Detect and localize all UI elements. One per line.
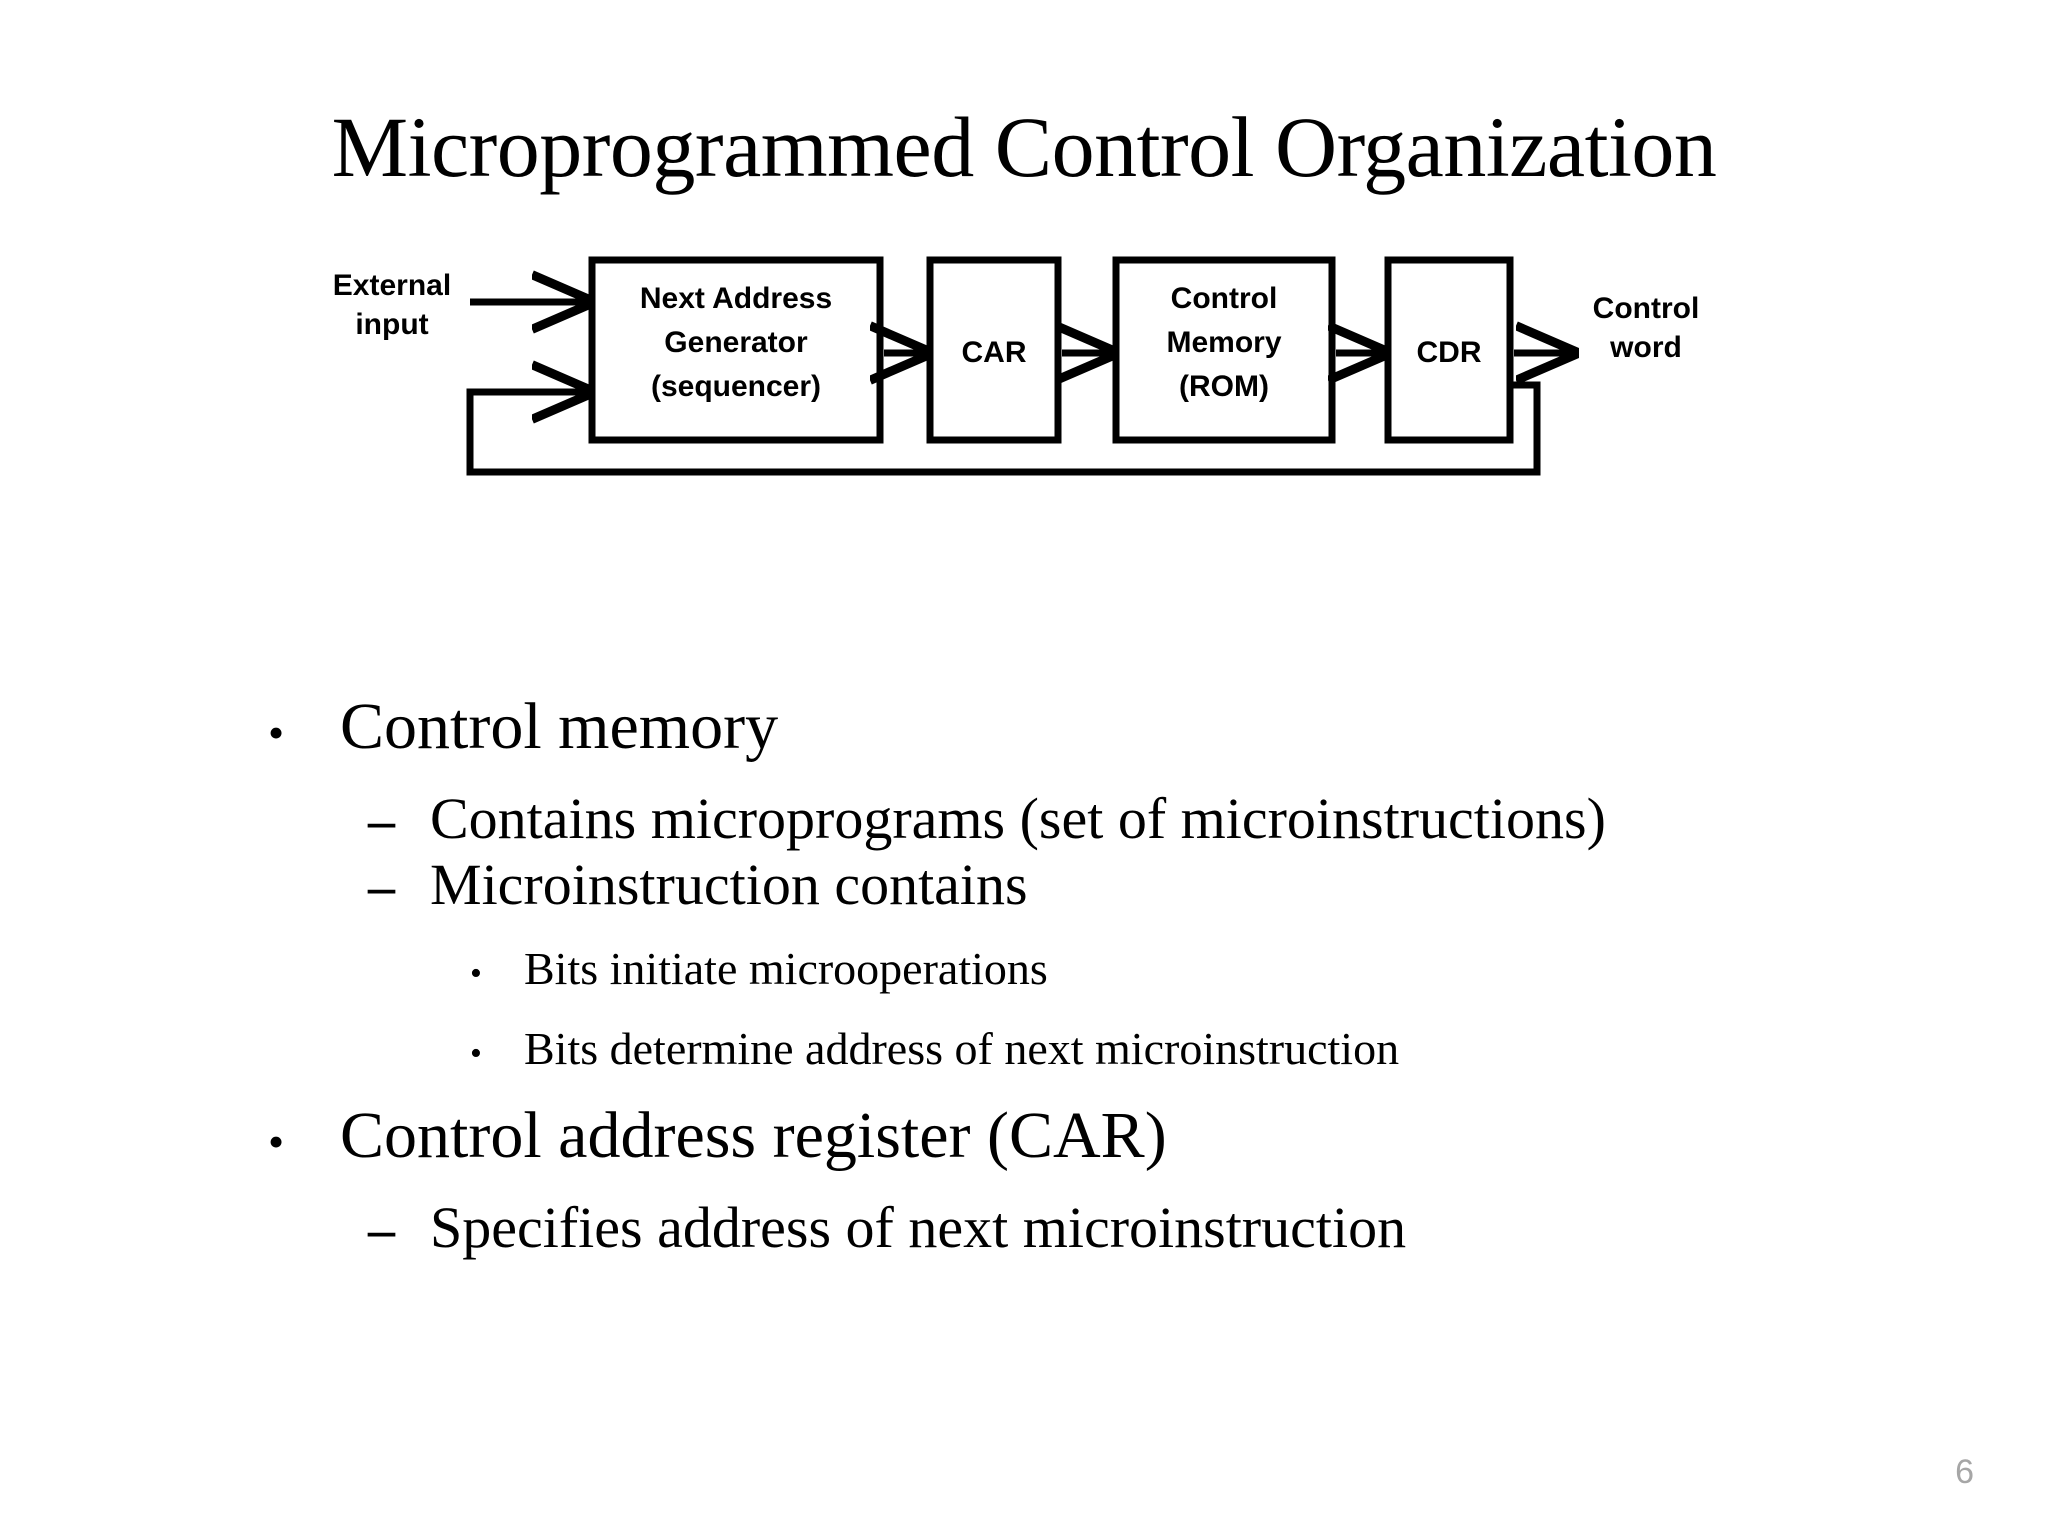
control-word-label-line1: Control — [1593, 292, 1700, 325]
slide-body: • Control memory – Contains microprogram… — [0, 690, 2048, 1261]
control-word-label-line2: word — [1609, 331, 1682, 364]
block-label-cdr: CDR — [1417, 336, 1482, 369]
page-title: Microprogrammed Control Organization — [331, 99, 1717, 195]
bullet-level1-control-memory: • Control memory — [268, 690, 2048, 764]
bullet-marker: • — [470, 955, 482, 993]
bullet-text: Contains microprograms (set of microinst… — [430, 785, 1606, 851]
bullet-text: Specifies address of next microinstructi… — [430, 1194, 1407, 1260]
bullet-level2-specifies-address: – Specifies address of next microinstruc… — [368, 1195, 2048, 1261]
bullet-text: Bits determine address of next microinst… — [524, 1023, 1400, 1075]
block-label-next-address-generator-line1: Next Address — [640, 282, 832, 315]
block-label-control-memory-line3: (ROM) — [1179, 370, 1269, 403]
bullet-marker: – — [368, 1198, 395, 1259]
bullet-level2-contains-microprograms: – Contains microprograms (set of microin… — [368, 786, 2048, 852]
bullet-text: Control memory — [340, 690, 779, 763]
spacer — [0, 1173, 2048, 1195]
external-input-label-line2: input — [355, 308, 428, 341]
microprogrammed-control-block-diagram: Next Address Generator (sequencer) CAR C… — [0, 240, 2048, 630]
bullet-marker: • — [268, 707, 285, 758]
bullet-marker: – — [368, 789, 395, 850]
block-label-next-address-generator-line2: Generator — [664, 326, 808, 359]
bullet-text: Microinstruction contains — [430, 852, 1028, 918]
page-number: 6 — [1955, 1453, 1974, 1491]
bullet-marker: – — [368, 856, 395, 917]
bullet-level3-bits-determine-address: • Bits determine address of next microin… — [470, 1022, 2048, 1076]
external-input-label-line1: External — [333, 269, 451, 302]
bullet-level1-control-address-register: • Control address register (CAR) — [268, 1099, 2048, 1173]
bullet-level2-microinstruction-contains: – Microinstruction contains — [368, 852, 2048, 918]
block-car — [926, 256, 1062, 444]
block-cdr — [1384, 256, 1514, 444]
bullet-marker: • — [268, 1115, 285, 1167]
block-label-car: CAR — [962, 336, 1027, 369]
block-next-address-generator — [588, 256, 884, 444]
spacer — [0, 1077, 2048, 1099]
spacer — [0, 996, 2048, 1022]
bullet-text: Bits initiate microoperations — [524, 943, 1048, 995]
bullet-level3-bits-initiate-microoperations: • Bits initiate microoperations — [470, 942, 2048, 996]
block-control-memory — [1112, 256, 1336, 444]
block-label-control-memory-line1: Control — [1171, 282, 1278, 315]
feedback-loop-path — [466, 385, 1541, 476]
spacer — [0, 764, 2048, 786]
block-label-control-memory-line2: Memory — [1166, 326, 1281, 359]
bullet-text: Control address register (CAR) — [340, 1098, 1167, 1172]
bullet-marker: • — [470, 1035, 482, 1073]
spacer — [0, 918, 2048, 942]
block-label-next-address-generator-line3: (sequencer) — [651, 370, 821, 403]
